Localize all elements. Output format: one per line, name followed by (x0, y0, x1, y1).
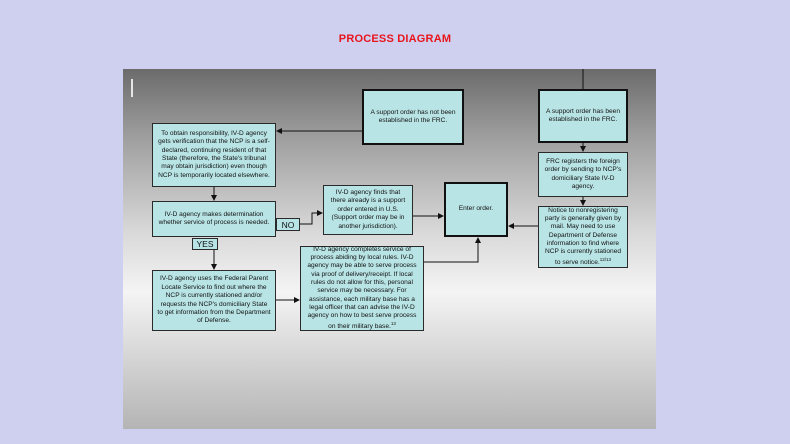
label-yes: YES (192, 238, 218, 250)
node-complete-service: IV-D agency completes service of process… (300, 246, 424, 331)
node-complete-service-text: IV-D agency completes service of process… (307, 245, 417, 331)
node-obtain-responsibility-text: To obtain responsibility, IV-D agency ge… (158, 129, 270, 179)
arrow-no-to-finds-order (300, 210, 323, 225)
node-fpls: IV-D agency uses the Federal Parent Loca… (152, 270, 276, 331)
node-not-established: A support order has not been established… (362, 89, 464, 145)
arrow-complete-service-to-enter (424, 237, 481, 263)
node-notice-footnote: 12/13 (599, 256, 611, 262)
node-makes-determination: IV-D agency makes determination whether … (152, 201, 276, 237)
node-fpls-text: IV-D agency uses the Federal Parent Loca… (157, 275, 271, 325)
node-finds-order-text: IV-D agency finds that there already is … (330, 189, 406, 230)
node-established: A support order has been established in … (538, 89, 628, 143)
panel-marker (131, 79, 133, 97)
node-enter-order: Enter order. (444, 182, 508, 237)
node-obtain-responsibility: To obtain responsibility, IV-D agency ge… (152, 123, 276, 187)
node-not-established-text: A support order has not been established… (370, 108, 456, 124)
node-enter-order-text: Enter order. (458, 205, 494, 213)
node-frc-registers: FRC registers the foreign order by sendi… (538, 152, 628, 197)
node-established-text: A support order has been established in … (545, 107, 621, 123)
node-makes-determination-text: IV-D agency makes determination whether … (158, 210, 270, 226)
node-frc-registers-text: FRC registers the foreign order by sendi… (544, 157, 622, 190)
label-no: NO (276, 218, 300, 231)
node-complete-service-footnote: 13 (390, 320, 396, 326)
diagram-title: PROCESS DIAGRAM (338, 33, 452, 45)
node-finds-order: IV-D agency finds that there already is … (323, 185, 413, 235)
node-notice: Notice to nonregistering party is genera… (538, 206, 628, 268)
node-notice-text: Notice to nonregistering party is genera… (544, 206, 622, 266)
